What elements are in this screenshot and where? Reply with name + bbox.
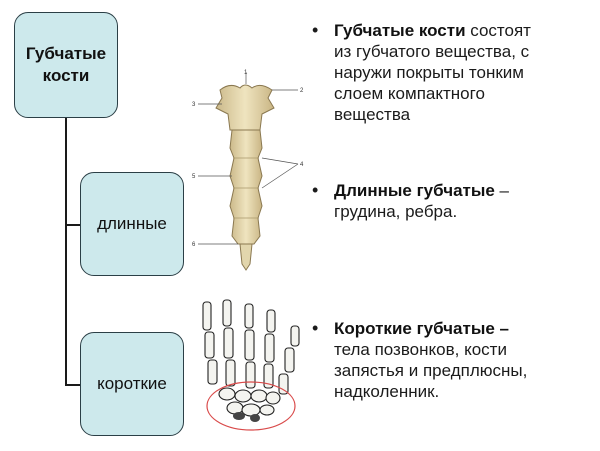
- child-box-short: короткие: [80, 332, 184, 436]
- bullet-long-text-2: грудина, ребра.: [334, 202, 458, 221]
- child-box-long-label: длинные: [97, 214, 167, 233]
- bullet-spongy-text-3: наружи покрыты тонким: [334, 63, 524, 82]
- bullet-long-bold: Длинные губчатые: [334, 181, 495, 200]
- wrist-bones-illustration: [195, 298, 310, 438]
- bullet-dot-icon: •: [312, 180, 319, 200]
- bullet-item-short: • Короткие губчатые – тела позвонков, ко…: [312, 318, 527, 402]
- bullet-short-text-4: надколенник.: [334, 382, 440, 401]
- bullet-spongy-text-5: вещества: [334, 105, 411, 124]
- bullet-long-text-1: –: [494, 181, 510, 200]
- bullet-spongy-text-1: состоят: [465, 21, 531, 40]
- tree-branch-long: [65, 224, 80, 226]
- bullet-item-long: • Длинные губчатые – грудина, ребра.: [312, 180, 509, 222]
- sternum-label-2: 2: [300, 88, 304, 94]
- sternum-illustration: 1 2 3 4 5 6: [190, 68, 315, 273]
- bullet-short-bold: Короткие губчатые –: [334, 319, 509, 338]
- bullet-spongy-text-2: из губчатого вещества, с: [334, 42, 530, 61]
- sternum-label-3: 3: [192, 102, 196, 108]
- sternum-label-6: 6: [192, 242, 196, 248]
- sternum-label-5: 5: [192, 174, 196, 180]
- root-box-spongy-bones: Губчатые кости: [14, 12, 118, 118]
- child-box-long: длинные: [80, 172, 184, 276]
- bullet-short-text-2: тела позвонков, кости: [334, 340, 507, 359]
- root-box-label-line1: Губчатые: [25, 44, 107, 63]
- bullet-spongy-text-4: слоем компактного: [334, 84, 485, 103]
- bullet-dot-icon: •: [312, 20, 319, 40]
- bullet-item-spongy: • Губчатые кости состоят из губчатого ве…: [312, 20, 531, 125]
- bullet-spongy-bold: Губчатые кости: [334, 21, 466, 40]
- sternum-label-1: 1: [244, 70, 248, 76]
- bullet-dot-icon: •: [312, 318, 319, 338]
- sternum-label-4: 4: [300, 162, 304, 168]
- root-box-label-line2: кости: [42, 66, 90, 85]
- child-box-short-label: короткие: [97, 374, 167, 393]
- tree-trunk-line: [65, 118, 67, 385]
- bullet-short-text-3: запястья и предплюсны,: [334, 361, 528, 380]
- tree-branch-short: [65, 384, 80, 386]
